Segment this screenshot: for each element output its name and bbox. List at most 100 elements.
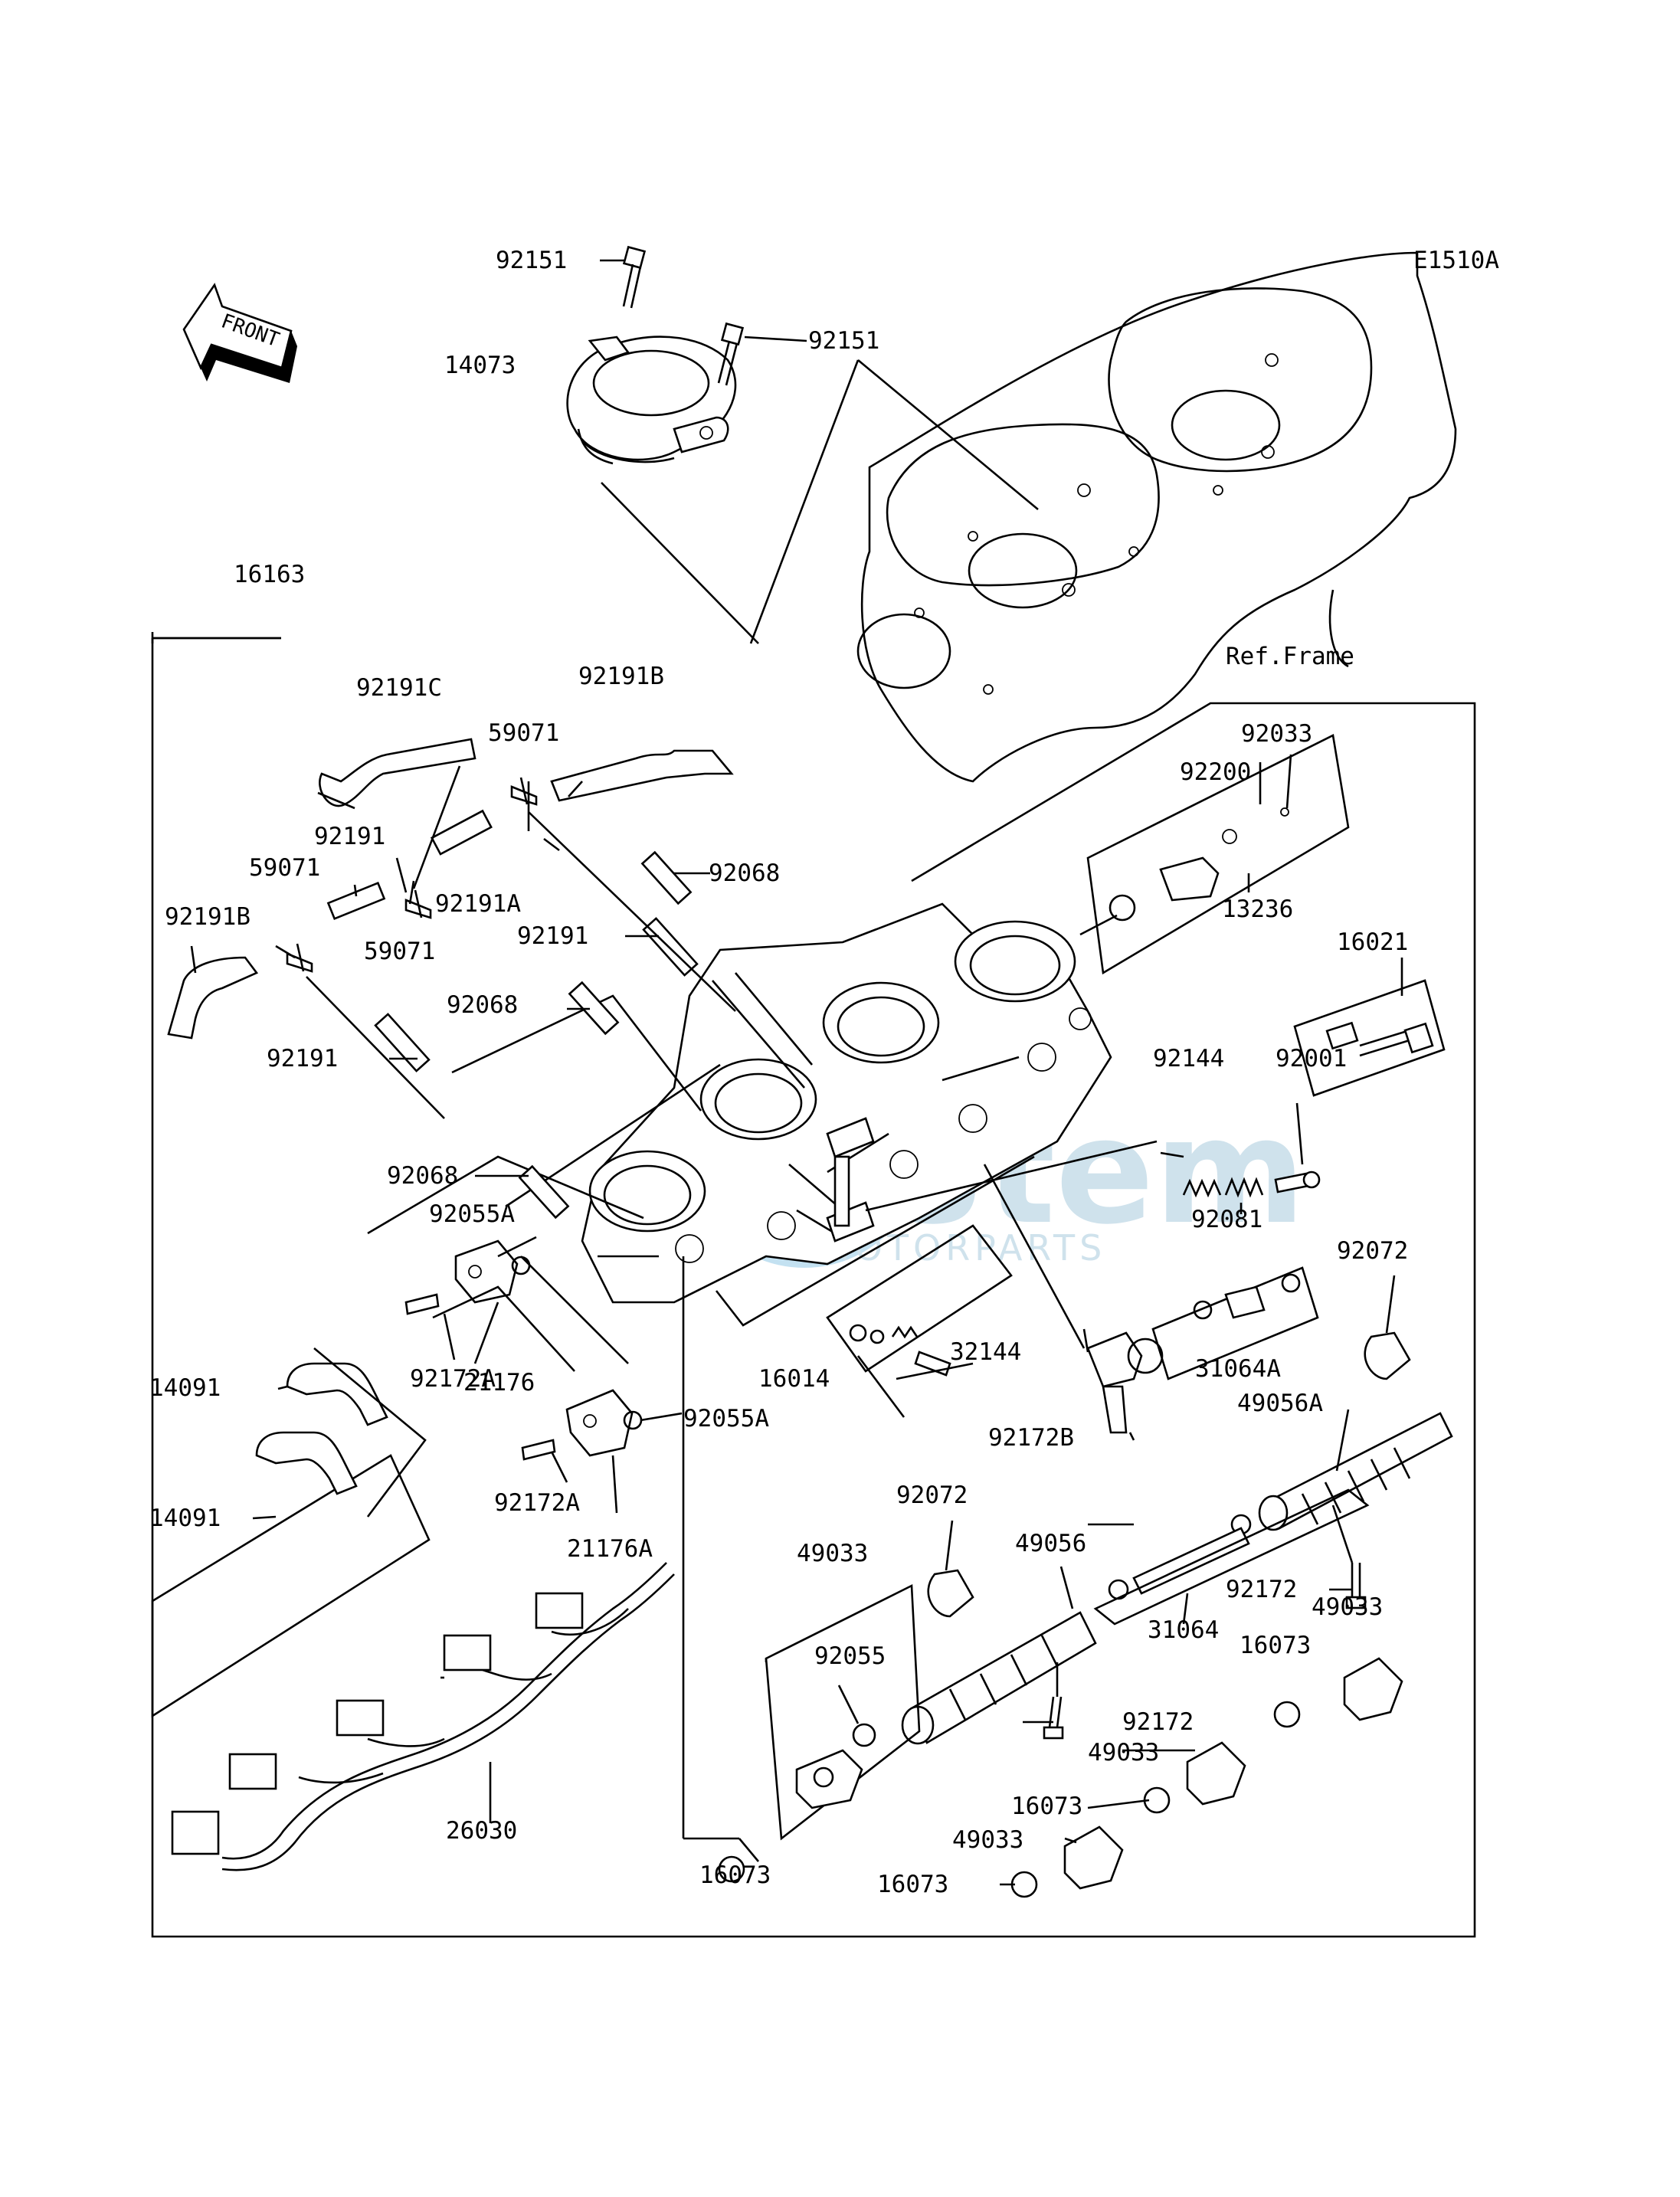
wiring-harness-26030 [171,1562,675,1871]
callout-16073-a: 16073 [1240,1632,1311,1659]
callout-26030: 26030 [446,1817,517,1845]
air-funnel-14073 [566,336,737,465]
callout-14091-b: 14091 [149,1505,221,1532]
sensor-21176A [565,1389,634,1457]
callout-92151-a: 92151 [496,247,567,274]
callout-92151-b: 92151 [808,327,879,355]
callout-92191A: 92191A [435,890,521,918]
callout-21176: 21176 [463,1369,535,1396]
callout-16021: 16021 [1337,928,1408,956]
cap-16073-d [1010,1871,1038,1898]
callout-21176A: 21176A [567,1535,653,1563]
t-joint-59071-c [286,943,313,973]
screw-92151-b [717,322,745,386]
fuel-rail-49056 [901,1611,1097,1745]
callout-49033-c: 49033 [1088,1739,1159,1766]
callout-49056A: 49056A [1237,1390,1323,1417]
connector-d [443,1634,492,1671]
t-joint-59071-b [404,889,432,919]
callout-92072-b: 92072 [896,1482,968,1509]
hose-92191-c [374,1013,431,1072]
callout-92081: 92081 [1191,1206,1262,1233]
sensor-32144 [1086,1331,1164,1434]
bracket-13236 [1109,807,1289,922]
reference-frame-label: Ref.Frame [1226,643,1354,670]
callout-92172-b: 92172 [1122,1708,1194,1736]
callout-14073: 14073 [444,352,516,379]
hose-92068-a [640,850,693,905]
screw-92172A-a [404,1293,440,1315]
assembly-boundary [151,632,1476,1938]
callout-92055A-b: 92055A [683,1405,769,1432]
callout-32144: 32144 [950,1338,1021,1366]
callout-92172A-b: 92172A [494,1489,580,1517]
cable-14091-a [286,1362,388,1426]
callout-49033-a: 49033 [797,1540,868,1567]
o-ring-92055 [852,1723,876,1747]
fuel-rail-49056A [1258,1412,1453,1531]
callout-92055: 92055 [814,1642,886,1670]
t-joint-59071-a [510,777,538,806]
hose-92068-b [568,981,620,1036]
callout-92068-a: 92068 [709,859,780,887]
hose-92191B-right [550,749,734,802]
front-arrow-icon: FRONT [182,283,297,383]
connector-a [171,1810,220,1855]
collar-31064A [1193,1273,1301,1320]
callout-16073-c: 16073 [877,1871,948,1898]
idle-screw-16021 [1325,1021,1434,1057]
callout-labels: 92151 92151 14073 16163 92191C 92191B 59… [149,247,1408,1898]
callout-92068-b: 92068 [447,991,518,1019]
connector-c [336,1699,385,1737]
spring-92081 [1224,1177,1264,1198]
sensor-21176 [454,1239,519,1304]
spring-92144 [1182,1178,1222,1198]
clamp-92072-a [1364,1331,1411,1380]
callout-59071-c: 59071 [364,938,435,965]
callout-92072-a: 92072 [1337,1237,1408,1265]
injector-49033-d [1063,1825,1124,1890]
diagram-code: E1510A [1413,247,1499,274]
hose-92068-c [518,1164,570,1220]
callout-49033-d: 49033 [952,1826,1023,1854]
injector-49033-c [1186,1741,1246,1806]
callout-59071-b: 59071 [249,854,320,882]
connector-e [535,1592,584,1629]
screw-92001 [1274,1171,1321,1193]
callout-92191B-a: 92191B [578,663,664,690]
screw-92172-a [1043,1696,1064,1740]
callout-92033: 92033 [1241,720,1312,748]
callout-92001: 92001 [1276,1045,1347,1072]
callout-16073-b: 16073 [1011,1793,1082,1820]
hose-92191-a [326,881,386,921]
connector-b [228,1753,277,1790]
cable-14091-b [255,1431,358,1495]
callout-49033-b: 49033 [1312,1593,1383,1621]
callout-16014: 16014 [758,1365,830,1393]
screw-92172A-b [521,1439,556,1461]
injector-49033-b [1343,1657,1403,1721]
callout-31064: 31064 [1148,1616,1219,1644]
injector-49033-a [795,1749,863,1809]
cap-16073-b [1273,1701,1301,1728]
callout-92191B-b: 92191B [165,903,251,931]
reference-frame-drawing [856,251,1457,783]
callout-92068-c: 92068 [387,1162,458,1190]
callout-13236: 13236 [1222,895,1293,923]
callout-92191-b: 92191 [517,922,588,950]
callout-92191-a: 92191 [314,823,385,850]
callout-92200: 92200 [1180,758,1251,786]
callout-92055A-a: 92055A [429,1200,515,1228]
callout-16073-d: 16073 [699,1861,771,1889]
hose-92191A [430,809,493,856]
callout-14091-a: 14091 [149,1374,221,1402]
callout-31064A: 31064A [1195,1355,1281,1383]
hose-92191B-left [167,956,259,1040]
screw-92172-b [1345,1563,1367,1609]
callout-49056: 49056 [1015,1530,1086,1557]
callout-92172B: 92172B [988,1424,1074,1452]
callout-92172-a: 92172 [1226,1576,1297,1603]
throttle-body-assembly [581,902,1112,1304]
cap-16073-a [718,1855,745,1883]
